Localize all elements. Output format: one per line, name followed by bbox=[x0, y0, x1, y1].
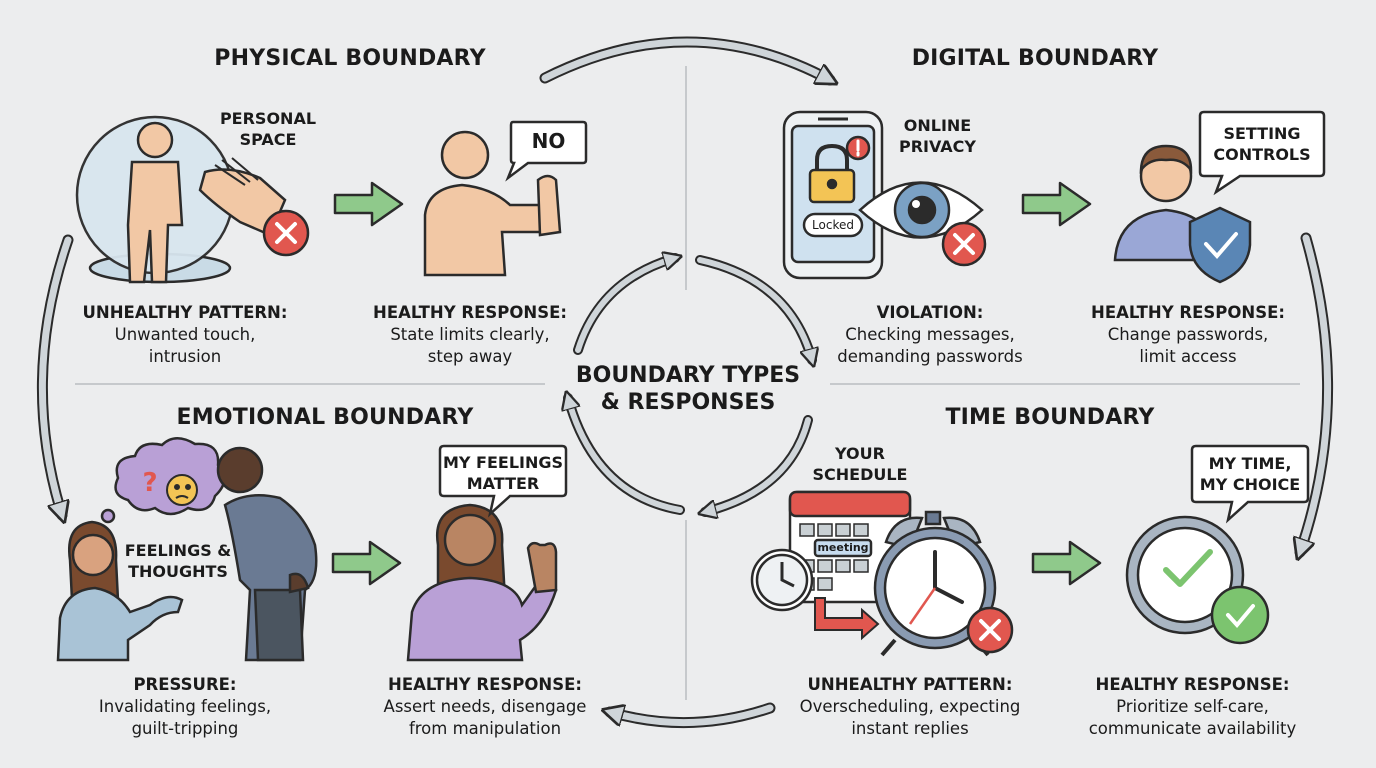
locked-badge-text: Locked bbox=[812, 218, 854, 232]
emotional-healthy-caption: HEALTHY RESPONSE: Assert needs, disengag… bbox=[355, 674, 615, 740]
arrow-top bbox=[539, 36, 830, 80]
arrow-bottom bbox=[610, 702, 776, 729]
caption-heading: VIOLATION: bbox=[876, 303, 984, 322]
green-arrow-time bbox=[1031, 540, 1102, 586]
bubble-setting-controls-text: SETTING CONTROLS bbox=[1213, 124, 1311, 164]
digital-boundary-title: DIGITAL BOUNDARY bbox=[911, 46, 1159, 71]
divider-lines bbox=[75, 66, 1300, 700]
time-healthy-caption: HEALTHY RESPONSE: Prioritize self-care, … bbox=[1060, 674, 1325, 740]
calendar-meeting-tag: meeting bbox=[817, 541, 869, 554]
center-title-line-2: & RESPONSES bbox=[600, 390, 776, 415]
locked-badge bbox=[802, 212, 864, 238]
physical-healthy-caption: HEALTHY RESPONSE: State limits clearly, … bbox=[345, 302, 595, 368]
center-title-line-1: BOUNDARY TYPES bbox=[575, 363, 801, 388]
red-x-icon bbox=[262, 209, 310, 257]
caption-heading: UNHEALTHY PATTERN: bbox=[82, 303, 288, 322]
personal-space-label: PERSONAL SPACE bbox=[219, 109, 317, 149]
personal-space-illustration bbox=[75, 115, 287, 284]
center-cycle-arrows bbox=[568, 258, 812, 512]
green-step-arrows bbox=[331, 181, 1102, 586]
digital-healthy-caption: HEALTHY RESPONSE: Change passwords, limi… bbox=[1063, 302, 1313, 368]
bubble-my-feelings-text: MY FEELINGS MATTER bbox=[442, 453, 564, 493]
digital-violation-caption: VIOLATION: Checking messages, demanding … bbox=[800, 302, 1060, 368]
emotional-pressure-caption: PRESSURE: Invalidating feelings, guilt-t… bbox=[60, 674, 310, 740]
arrow-left bbox=[36, 234, 74, 515]
arrow-right bbox=[1300, 232, 1334, 552]
person-stop-gesture bbox=[423, 130, 562, 277]
check-badge-icon bbox=[1210, 585, 1270, 645]
red-x-icon bbox=[941, 221, 987, 267]
physical-boundary-title: PHYSICAL BOUNDARY bbox=[214, 46, 486, 71]
red-x-icon bbox=[966, 606, 1014, 654]
woman-listening bbox=[56, 520, 184, 662]
speech-bubble-setting-controls bbox=[1198, 110, 1326, 196]
red-redirect-arrows bbox=[814, 597, 880, 641]
center-title: BOUNDARY TYPES & RESPONSES bbox=[560, 362, 816, 416]
man-pressuring bbox=[216, 446, 318, 662]
outer-cycle-arrows bbox=[36, 36, 1334, 729]
small-clock-icon bbox=[750, 548, 814, 612]
feelings-thoughts-label: FEELINGS & THOUGHTS bbox=[124, 541, 232, 581]
caption-heading: HEALTHY RESPONSE: bbox=[388, 675, 582, 694]
worried-face-icon bbox=[166, 474, 198, 506]
online-privacy-label: ONLINE PRIVACY bbox=[898, 116, 976, 156]
eye-icon bbox=[858, 181, 984, 239]
your-schedule-label: YOUR SCHEDULE bbox=[812, 444, 908, 484]
question-mark-icon: ? bbox=[142, 468, 158, 498]
shield-check-icon bbox=[1188, 206, 1252, 284]
speech-bubble-no bbox=[505, 120, 588, 182]
woman-asserting bbox=[406, 503, 558, 662]
caption-heading: HEALTHY RESPONSE: bbox=[373, 303, 567, 322]
caption-heading: HEALTHY RESPONSE: bbox=[1091, 303, 1285, 322]
caption-heading: UNHEALTHY PATTERN: bbox=[807, 675, 1013, 694]
green-arrow-emotional bbox=[331, 540, 402, 586]
speech-bubble-my-time bbox=[1190, 444, 1310, 524]
speech-bubble-my-feelings-matter bbox=[438, 444, 568, 518]
bubble-no-text: NO bbox=[531, 129, 566, 153]
time-boundary-title: TIME BOUNDARY bbox=[945, 405, 1155, 430]
time-unhealthy-caption: UNHEALTHY PATTERN: Overscheduling, expec… bbox=[775, 674, 1045, 740]
alarm-clock-icon bbox=[873, 510, 997, 657]
alert-icon bbox=[845, 135, 871, 161]
green-arrow-physical bbox=[333, 181, 404, 227]
padlock-icon bbox=[808, 143, 856, 204]
bubble-my-time-text: MY TIME, MY CHOICE bbox=[1199, 454, 1301, 494]
caption-heading: PRESSURE: bbox=[133, 675, 237, 694]
emotional-boundary-title: EMOTIONAL BOUNDARY bbox=[176, 405, 474, 430]
green-arrow-digital bbox=[1021, 181, 1092, 227]
physical-unhealthy-caption: UNHEALTHY PATTERN: Unwanted touch, intru… bbox=[60, 302, 310, 368]
caption-heading: HEALTHY RESPONSE: bbox=[1095, 675, 1290, 694]
